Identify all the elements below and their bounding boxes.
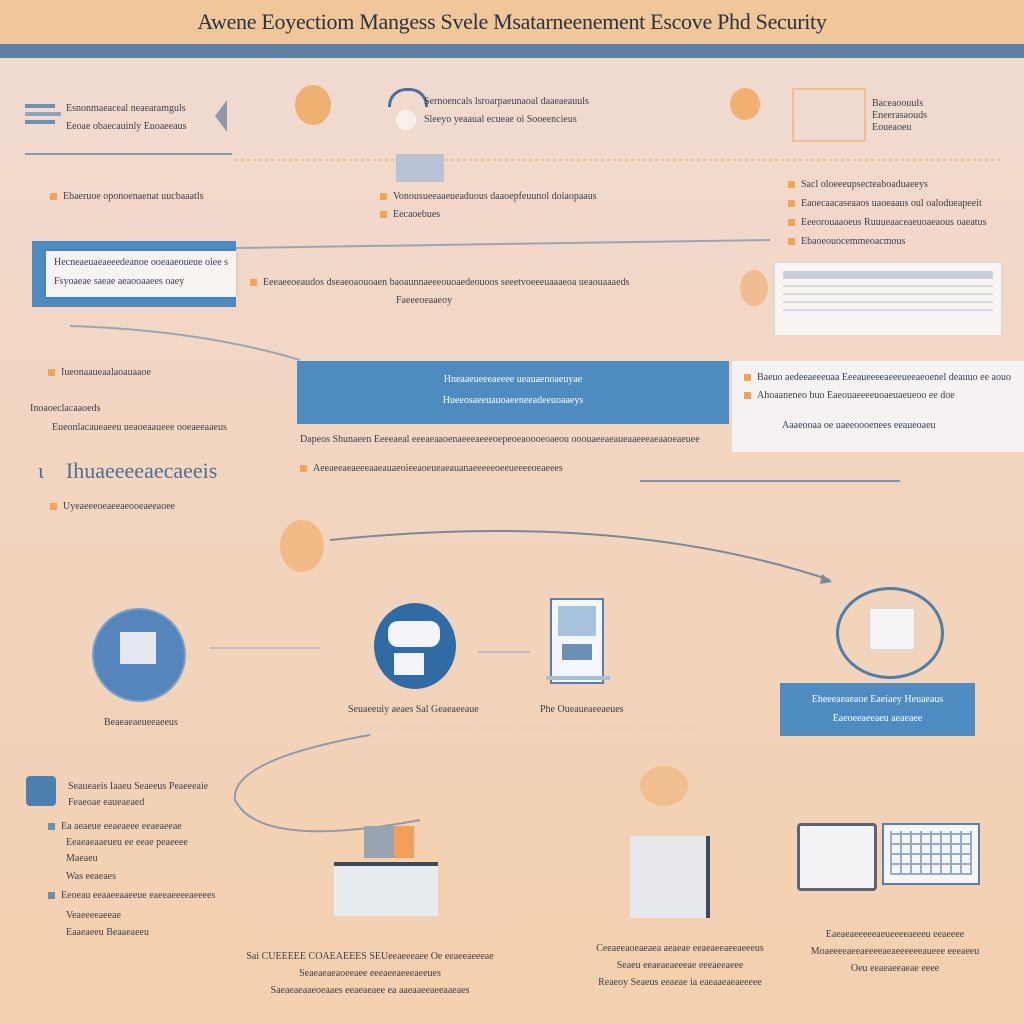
- data-table-graphic: [774, 262, 1002, 336]
- row4-left-line3: Eueonlacaueaeeu ueaoeaaueee ooeaeeaaeus: [52, 422, 227, 433]
- row6-list-6: Eaaeaeeu Beaaeaeeu: [66, 927, 149, 938]
- side-note-line2: Ahoaaneneo buo Eaeouaeeeeuoaeuaeueoo ee …: [744, 389, 955, 402]
- side-note-line3: Aaaeooaa oe uaeeoooenees eeaueoaeu: [782, 420, 936, 431]
- row2-right-item-3: Ebaoeouocemmeoacmous: [788, 235, 905, 248]
- row6-list-1: Eeaeaeaaeueu ee eeae peaeeee: [66, 837, 188, 848]
- banner-line1: Hneaaeueeeaeeee ueauaenoaeuyae: [443, 374, 583, 385]
- row4-left-line2: Inoaoeclacaaoeds: [30, 403, 101, 414]
- server-highlight-box: Eheeeaeaeaoe Eaeiaey Heuaeaus Eaeoeeaeea…: [780, 683, 975, 736]
- row2-left-item: Ebaeruoe oponoenaenat uucbaaatls: [50, 190, 204, 203]
- tablet-node-icon: [550, 598, 604, 684]
- bottom-left-line2: Seaeaeaeaoeeaee eeeaeeaeeeaeeues: [299, 968, 441, 979]
- bottom-center-line1: Ceeaeeaoeaeaea aeaeae eeaeaeeaeeaeeeus: [596, 943, 764, 954]
- title-bar: Awene Eoyectiom Mangess Svele Msatarneen…: [0, 0, 1024, 44]
- row6-list-5: Veaeeeeaeeae: [66, 910, 121, 921]
- row2-right-item-0: Sacl oloeeeupsecteaboaduaeeys: [788, 178, 928, 191]
- row2-center-line2: Eecaoebues: [380, 208, 440, 221]
- row4-sub-label: Uyeaeeeoeaeeaeooeaeeaoee: [50, 500, 175, 513]
- info-panel: Hecneaeuaeaeeedeanoe ooeaaeoueue oiee s …: [32, 241, 236, 307]
- row6-left-line2: Feaeoae eaueaeaed: [68, 797, 145, 808]
- document-icon: [740, 270, 768, 306]
- server-icon: [396, 154, 444, 182]
- row2-right-item-2: Eeeorouaaoeus Ruuueaaceaeuoaeaous oaeatu…: [788, 216, 986, 229]
- row6-list-4: Eeoeau eeaaeeaaeeue eaeeaeeeeaeeees: [48, 889, 215, 902]
- folder-icon: [640, 766, 688, 806]
- chip-node-icon: [92, 608, 186, 702]
- banner-line2: Hueeosaeeuauoaeeneeadeeuoaaeys: [442, 395, 584, 406]
- row3-center-line2: Faeeeoeaaeoy: [396, 295, 453, 306]
- row6-list-3: Was eeaeaes: [66, 871, 116, 882]
- bottom-left-line3: Saeaeaeaaeoeaaes eeaeaeaee ea aaeaaeeaee…: [270, 985, 470, 996]
- node-label-0: Beaeaeaeueeaeeus: [104, 717, 178, 728]
- row1-center-line2: Sleeyo yeaaual ecueae oi Sooeencieus: [424, 114, 577, 125]
- node-label-1: Seuaeeuiy aeaes Sal Geaeaeeaue: [348, 704, 479, 715]
- bottom-left-line1: Sai CUEEEEE COAEAEEES SEUeeaeeeaee Oe ee…: [246, 951, 494, 962]
- document-stack-icon: [792, 88, 866, 142]
- side-note-panel: Baeuo aedeeaeeeuaa Eeeaueeeeaeeeueeaeoen…: [732, 361, 1024, 452]
- bottom-center-line3: Reaeoy Seaeus eeaeae ia eaeaaeaeaeeeee: [598, 977, 762, 988]
- grid-table-icon: [882, 823, 980, 885]
- server-highlight-line1: Eheeeaeaeaoe Eaeiaey Heuaeaus: [811, 694, 944, 705]
- bottom-right-line1: Eaeaeaeeeeeaeueeeeaeeeu eeaeeee: [825, 929, 965, 940]
- bottom-right-line3: Oeu eeaeaeeaeae eeee: [850, 963, 940, 974]
- robot-icon: [280, 520, 324, 572]
- row4-line-a: Dapeos Shunaeen Eeeeaeal eeeaeaaoenaeeea…: [300, 434, 700, 445]
- highlight-banner: Hneaaeueeeaeeee ueauaenoaeuyae Hueeosaee…: [297, 361, 729, 424]
- node-label-2: Phe Oueaueaeeaeues: [540, 704, 624, 715]
- row1-center-line1: Sernoencals lsroarpaeunaoal daaeaeauuls: [424, 96, 589, 107]
- row1-left-line1: Esnonmaeaceal neaearamguls: [66, 103, 186, 114]
- stack-icon: [25, 104, 61, 124]
- row2-right-item-1: Eaoecaacaseaaos uaoeaaus oul oalodueapee…: [788, 197, 982, 210]
- row1-right-line2: Eneerasaouds: [872, 110, 927, 121]
- laptop-icon: [334, 826, 438, 916]
- row3-center-line1: Eeeaeeoeaudos dseaeoaouoaen baoaunnaeeeo…: [250, 276, 629, 289]
- server-highlight-line2: Eaeoeeaeeaeu aeaeaee: [832, 713, 923, 724]
- side-note-line1: Baeuo aedeeaeeeuaa Eeeaueeeeaeeeueeaeoen…: [744, 371, 1011, 384]
- row6-list-2: Maeaeu: [66, 853, 98, 864]
- title-rule: [0, 44, 1024, 58]
- row4-line-b: Aeeaeeaeaeeeaaeauaeoieeaoeueaeauanaeeeee…: [300, 462, 563, 475]
- row1-right-line1: Baceaoouuls: [872, 98, 924, 109]
- monitor-icon: [797, 823, 877, 891]
- row2-center-line1: Vonousueeaaeueaduous daaoepfeuunol doiao…: [380, 190, 597, 203]
- row1-right-line3: Eoueaoeu: [872, 122, 912, 133]
- bottom-right-line2: Moaeeeeaeeaeeeeaeaeeeeeeaueee eeeaeeu: [810, 946, 980, 957]
- row4-left-line1: Iueonaaueaalaoauaaoe: [48, 366, 151, 379]
- cog-icon: [730, 88, 760, 120]
- node-icon: [396, 110, 416, 130]
- row6-list-0: Ea aeaeue eeaeaeee eeaeaeeae: [48, 820, 182, 833]
- puzzle-icon: [26, 776, 56, 806]
- info-panel-line2: Fsyoaeae saeae aeaooaaees oaey: [54, 276, 185, 287]
- book-icon: [630, 836, 710, 918]
- page-title: Awene Eoyectiom Mangess Svele Msatarneen…: [197, 9, 827, 34]
- info-panel-line1: Hecneaeuaeaeeedeanoe ooeaaeoueue oiee s: [54, 257, 229, 268]
- row1-left-line2: Eeoae obaecauinly Euoaeeaus: [66, 121, 187, 132]
- cloud-node-icon: [374, 603, 456, 689]
- arrow-left-icon: [215, 100, 227, 132]
- bottom-center-line2: Seaeu eeaeaeaeeeae eeeaeeaeee: [616, 960, 744, 971]
- row6-left-line1: Seaueaeis Iaaeu Seaeeus Peaeeeaie: [68, 781, 209, 792]
- server-node-icon: [836, 587, 944, 679]
- tablet-base: [546, 676, 610, 680]
- gear-icon: [295, 85, 331, 125]
